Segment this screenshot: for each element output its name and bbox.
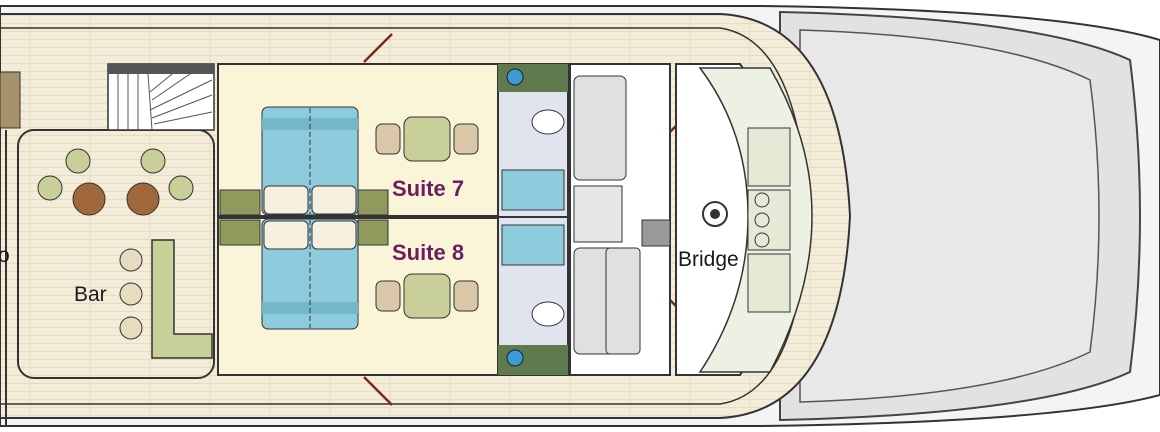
aft-stairs — [0, 71, 21, 129]
sink — [641, 219, 671, 247]
pillows — [263, 185, 357, 250]
suite-8-table-set — [375, 273, 479, 319]
stair-steps — [117, 73, 213, 131]
spiral-staircase — [107, 63, 215, 131]
lounge-table-set-1 — [37, 148, 106, 216]
suite-8-label: Suite 8 — [392, 240, 464, 265]
lounge-table-set-2 — [126, 148, 194, 216]
crew-shower — [573, 185, 623, 243]
helm-chair — [702, 201, 728, 227]
porthole-icon — [506, 349, 524, 367]
bar-counter — [151, 239, 213, 359]
console-panels — [747, 127, 791, 313]
bar-stools — [119, 248, 143, 340]
crew-bunks — [573, 75, 641, 355]
showers — [501, 169, 565, 266]
suite-7-label: Suite 7 — [392, 176, 464, 201]
bridge-label: Bridge — [678, 248, 739, 271]
porthole-icon — [506, 68, 524, 86]
suite-7-table-set — [375, 116, 479, 162]
bow-inner — [799, 29, 1100, 403]
nightstands — [219, 189, 389, 246]
bar-label: Bar — [74, 283, 107, 306]
salon-label-partial: o — [0, 244, 10, 267]
